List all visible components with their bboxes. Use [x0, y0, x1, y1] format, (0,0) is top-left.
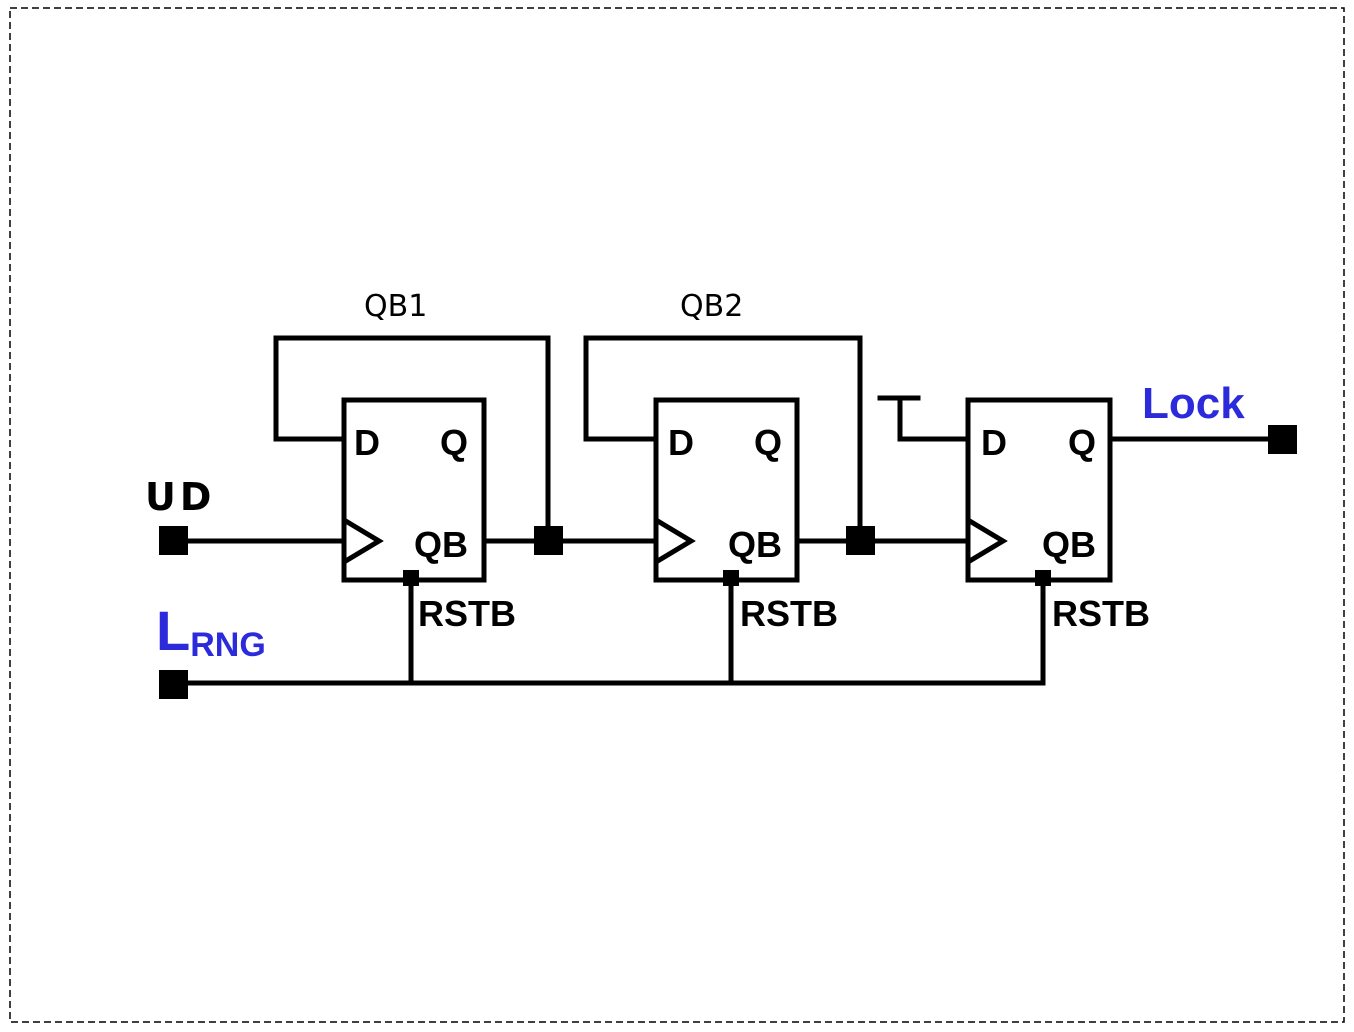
ff1-rstb-label: RSTB [418, 593, 516, 634]
junctions [403, 526, 1051, 586]
clock-triangle-icon [654, 517, 696, 565]
qb1-net-label: QB1 [364, 289, 427, 324]
wire-qb1-feedback [273, 335, 551, 544]
ff1-d-label: D [354, 422, 380, 463]
junction-rstb1-dot [403, 570, 419, 586]
port-ud-pin [159, 526, 188, 555]
wires [170, 335, 1285, 686]
lrng-sub-label: RNG [190, 626, 266, 664]
ff3-qb-label: QB [1042, 524, 1096, 565]
wire-qb2-feedback [583, 335, 863, 544]
flip-flop-3: D Q QB RSTB [965, 397, 1150, 634]
wire-tie-high-d3 [897, 395, 971, 442]
ff1-q-label: Q [440, 422, 468, 463]
flip-flop-1: D Q QB RSTB [341, 397, 516, 634]
ff2-qb-label: QB [728, 524, 782, 565]
ff3-q-label: Q [1068, 422, 1096, 463]
ff1-qb-label: QB [414, 524, 468, 565]
ff2-q-label: Q [754, 422, 782, 463]
lrng-label: LRNG [156, 599, 266, 664]
ff3-rstb-label: RSTB [1052, 593, 1150, 634]
ud-label: UD [145, 475, 215, 519]
ff3-d-label: D [981, 422, 1007, 463]
junction-qb2-node [846, 526, 875, 555]
lock-label: Lock [1142, 379, 1245, 428]
lrng-main-label: L [156, 599, 190, 662]
dashed-frame [9, 7, 1345, 1023]
port-lrng-pin [159, 670, 188, 699]
junction-rstb3-dot [1035, 570, 1051, 586]
junction-rstb2-dot [723, 570, 739, 586]
junction-qb1-node [534, 526, 563, 555]
ff2-body [653, 397, 800, 583]
qb2-net-label: QB2 [680, 289, 743, 324]
ff2-d-label: D [668, 422, 694, 463]
clock-triangle-icon [342, 517, 384, 565]
clock-triangle-icon [966, 517, 1008, 565]
ff2-rstb-label: RSTB [740, 593, 838, 634]
port-lock-pin [1268, 425, 1297, 454]
flip-flop-2: D Q QB RSTB [653, 397, 838, 634]
ports [159, 425, 1297, 699]
